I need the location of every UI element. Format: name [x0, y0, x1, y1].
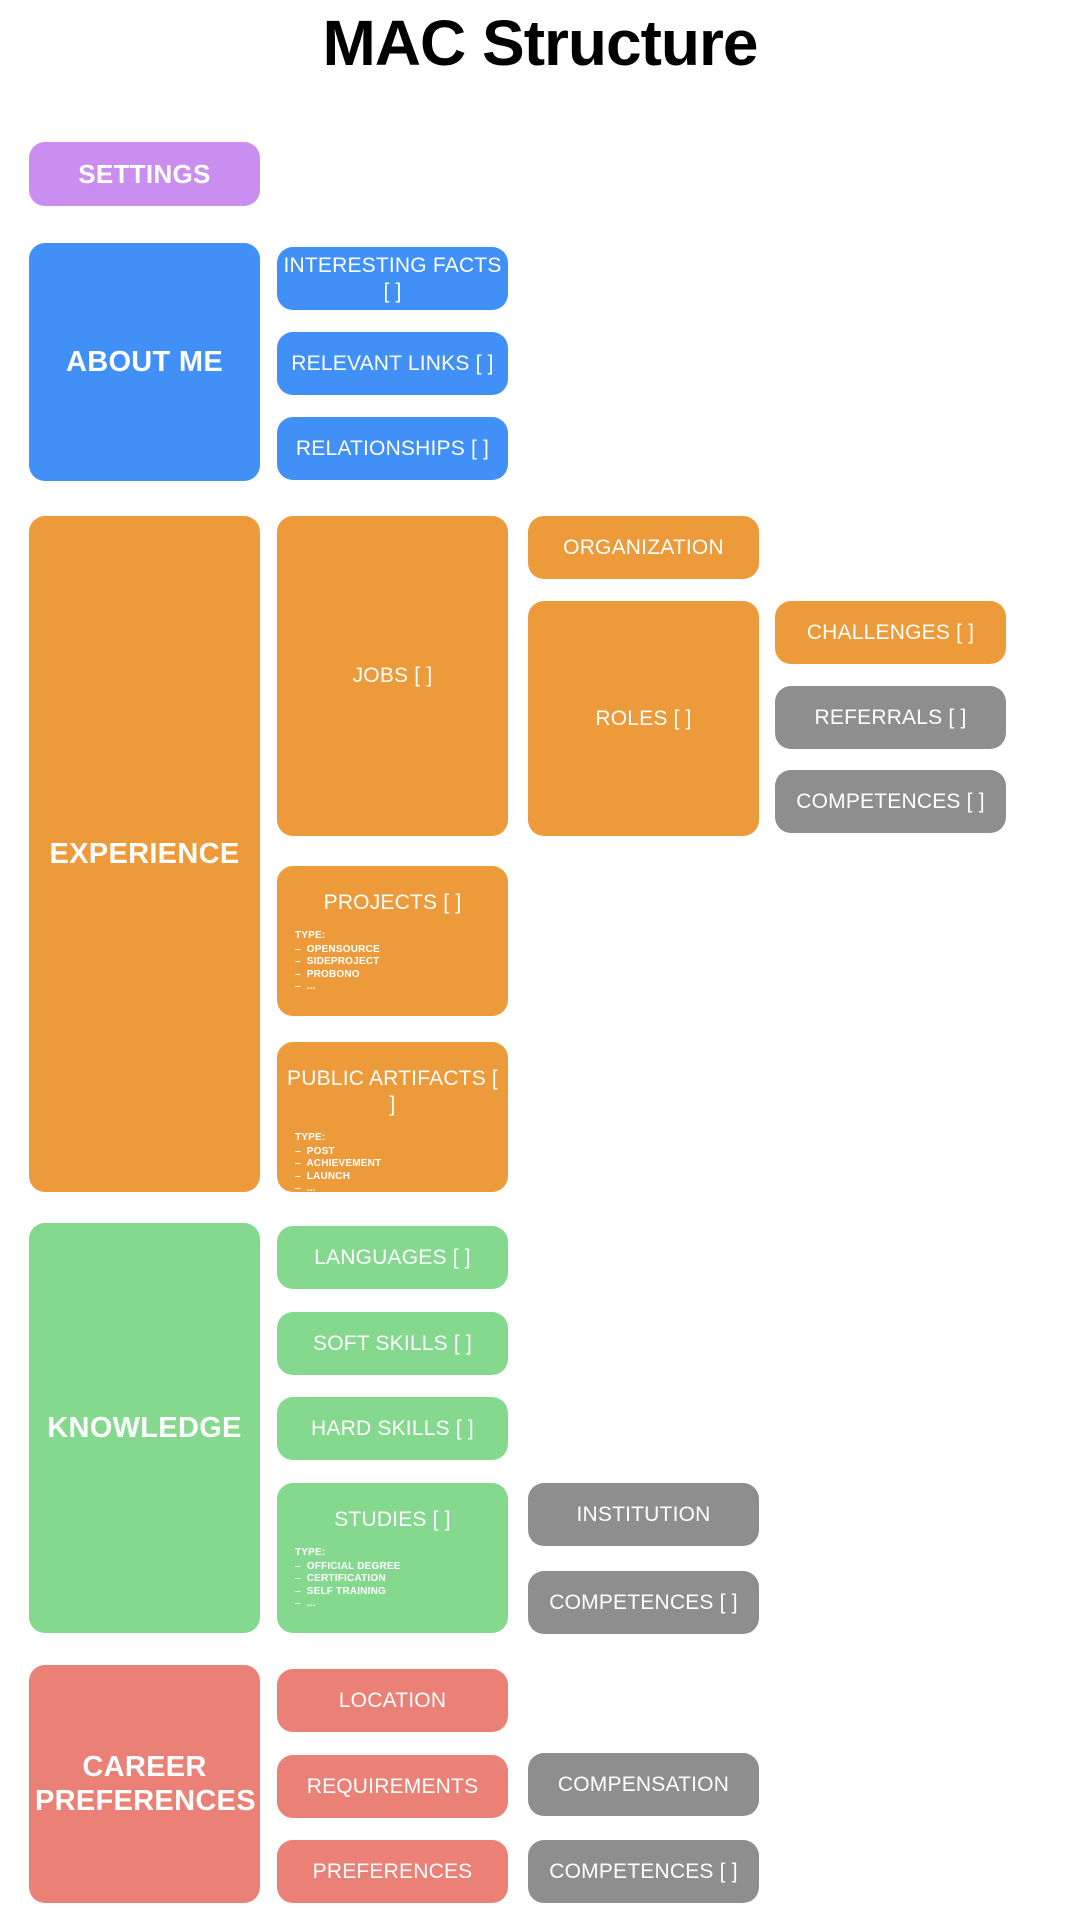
node-career-preferences-label: CAREER PREFERENCES — [35, 1751, 256, 1817]
type-item: – LAUNCH — [295, 1170, 351, 1182]
node-interesting-facts[interactable]: INTERESTING FACTS [ ] — [277, 247, 508, 310]
node-settings-label: SETTINGS — [78, 159, 211, 189]
node-public-artifacts[interactable]: PUBLIC ARTIFACTS [ ] TYPE: – POST – ACHI… — [277, 1042, 508, 1192]
node-soft-skills-label: SOFT SKILLS [ ] — [312, 1331, 472, 1355]
node-jobs-label: JOBS [ ] — [352, 664, 433, 687]
node-location[interactable]: LOCATION — [277, 1669, 508, 1732]
node-roles[interactable]: ROLES [ ] — [528, 601, 759, 836]
node-knowledge[interactable]: KNOWLEDGE — [29, 1223, 260, 1633]
page-title: MAC Structure — [322, 7, 758, 79]
type-item: – ACHIEVEMENT — [295, 1158, 382, 1169]
node-public-artifacts-label: PUBLIC ARTIFACTS [ ] — [287, 1067, 498, 1116]
node-public-artifacts-type-list: TYPE: – POST – ACHIEVEMENT – LAUNCH – ..… — [277, 1132, 508, 1192]
type-item: – ... — [295, 1183, 316, 1192]
node-compensation[interactable]: COMPENSATION — [528, 1753, 759, 1816]
node-soft-skills[interactable]: SOFT SKILLS [ ] — [277, 1312, 508, 1375]
type-heading: TYPE: — [295, 930, 326, 941]
node-referrals-label: REFERRALS [ ] — [814, 705, 967, 729]
node-studies-label: STUDIES [ ] — [334, 1508, 451, 1531]
node-preferences[interactable]: PREFERENCES — [277, 1840, 508, 1903]
node-projects[interactable]: PROJECTS [ ] TYPE: – OPENSOURCE – SIDEPR… — [277, 866, 508, 1016]
node-experience[interactable]: EXPERIENCE — [29, 516, 260, 1192]
type-heading: TYPE: — [295, 1547, 326, 1558]
node-hard-skills[interactable]: HARD SKILLS [ ] — [277, 1397, 508, 1460]
type-item: – POST — [295, 1145, 335, 1157]
node-organization[interactable]: ORGANIZATION — [528, 516, 759, 579]
type-item: – SIDEPROJECT — [295, 956, 380, 967]
node-jobs[interactable]: JOBS [ ] — [277, 516, 508, 836]
node-roles-label: ROLES [ ] — [595, 706, 692, 730]
type-item: – CERTIFICATION — [295, 1573, 386, 1584]
node-career-competences[interactable]: COMPETENCES [ ] — [528, 1840, 759, 1903]
node-relevant-links[interactable]: RELEVANT LINKS [ ] — [277, 332, 508, 395]
type-item: – OPENSOURCE — [295, 943, 380, 955]
node-relationships-label: RELATIONSHIPS [ ] — [295, 436, 490, 460]
node-requirements-label: REQUIREMENTS — [306, 1774, 479, 1798]
node-career-preferences[interactable]: CAREER PREFERENCES — [29, 1665, 260, 1903]
node-studies-type-list: TYPE: – OFFICIAL DEGREE – CERTIFICATION … — [277, 1547, 508, 1611]
node-institution-label: INSTITUTION — [576, 1502, 711, 1526]
node-knowledge-competences[interactable]: COMPETENCES [ ] — [528, 1571, 759, 1634]
node-knowledge-competences-label: COMPETENCES [ ] — [549, 1590, 738, 1614]
node-relationships[interactable]: RELATIONSHIPS [ ] — [277, 417, 508, 480]
node-experience-competences[interactable]: COMPETENCES [ ] — [775, 770, 1006, 833]
node-projects-label: PROJECTS [ ] — [323, 891, 462, 914]
node-hard-skills-label: HARD SKILLS [ ] — [311, 1416, 474, 1440]
type-item: – ... — [295, 981, 316, 992]
node-about-me[interactable]: ABOUT ME — [29, 243, 260, 481]
node-experience-competences-label: COMPETENCES [ ] — [796, 789, 985, 813]
node-challenges-label: CHALLENGES [ ] — [806, 620, 975, 644]
type-item: – SELF TRAINING — [295, 1585, 386, 1597]
node-institution[interactable]: INSTITUTION — [528, 1483, 759, 1546]
node-languages[interactable]: LANGUAGES [ ] — [277, 1226, 508, 1289]
type-item: – PROBONO — [295, 968, 360, 980]
node-languages-label: LANGUAGES [ ] — [314, 1245, 471, 1269]
type-item: – ... — [295, 1598, 316, 1609]
node-experience-label: EXPERIENCE — [49, 838, 240, 870]
node-compensation-label: COMPENSATION — [557, 1772, 730, 1796]
node-preferences-label: PREFERENCES — [312, 1859, 473, 1883]
node-knowledge-label: KNOWLEDGE — [47, 1412, 242, 1444]
node-about-me-label: ABOUT ME — [65, 346, 224, 378]
node-projects-type-list: TYPE: – OPENSOURCE – SIDEPROJECT – PROBO… — [277, 930, 508, 994]
node-interesting-facts-label: INTERESTING FACTS [ ] — [283, 253, 502, 303]
node-location-label: LOCATION — [338, 1688, 447, 1712]
node-relevant-links-label: RELEVANT LINKS [ ] — [291, 351, 494, 375]
node-career-competences-label: COMPETENCES [ ] — [549, 1859, 738, 1883]
type-heading: TYPE: — [295, 1132, 326, 1143]
node-studies[interactable]: STUDIES [ ] TYPE: – OFFICIAL DEGREE – CE… — [277, 1483, 508, 1633]
node-organization-label: ORGANIZATION — [563, 535, 724, 559]
node-challenges[interactable]: CHALLENGES [ ] — [775, 601, 1006, 664]
type-item: – OFFICIAL DEGREE — [295, 1560, 401, 1572]
node-referrals[interactable]: REFERRALS [ ] — [775, 686, 1006, 749]
node-settings[interactable]: SETTINGS — [29, 142, 260, 206]
node-requirements[interactable]: REQUIREMENTS — [277, 1755, 508, 1818]
